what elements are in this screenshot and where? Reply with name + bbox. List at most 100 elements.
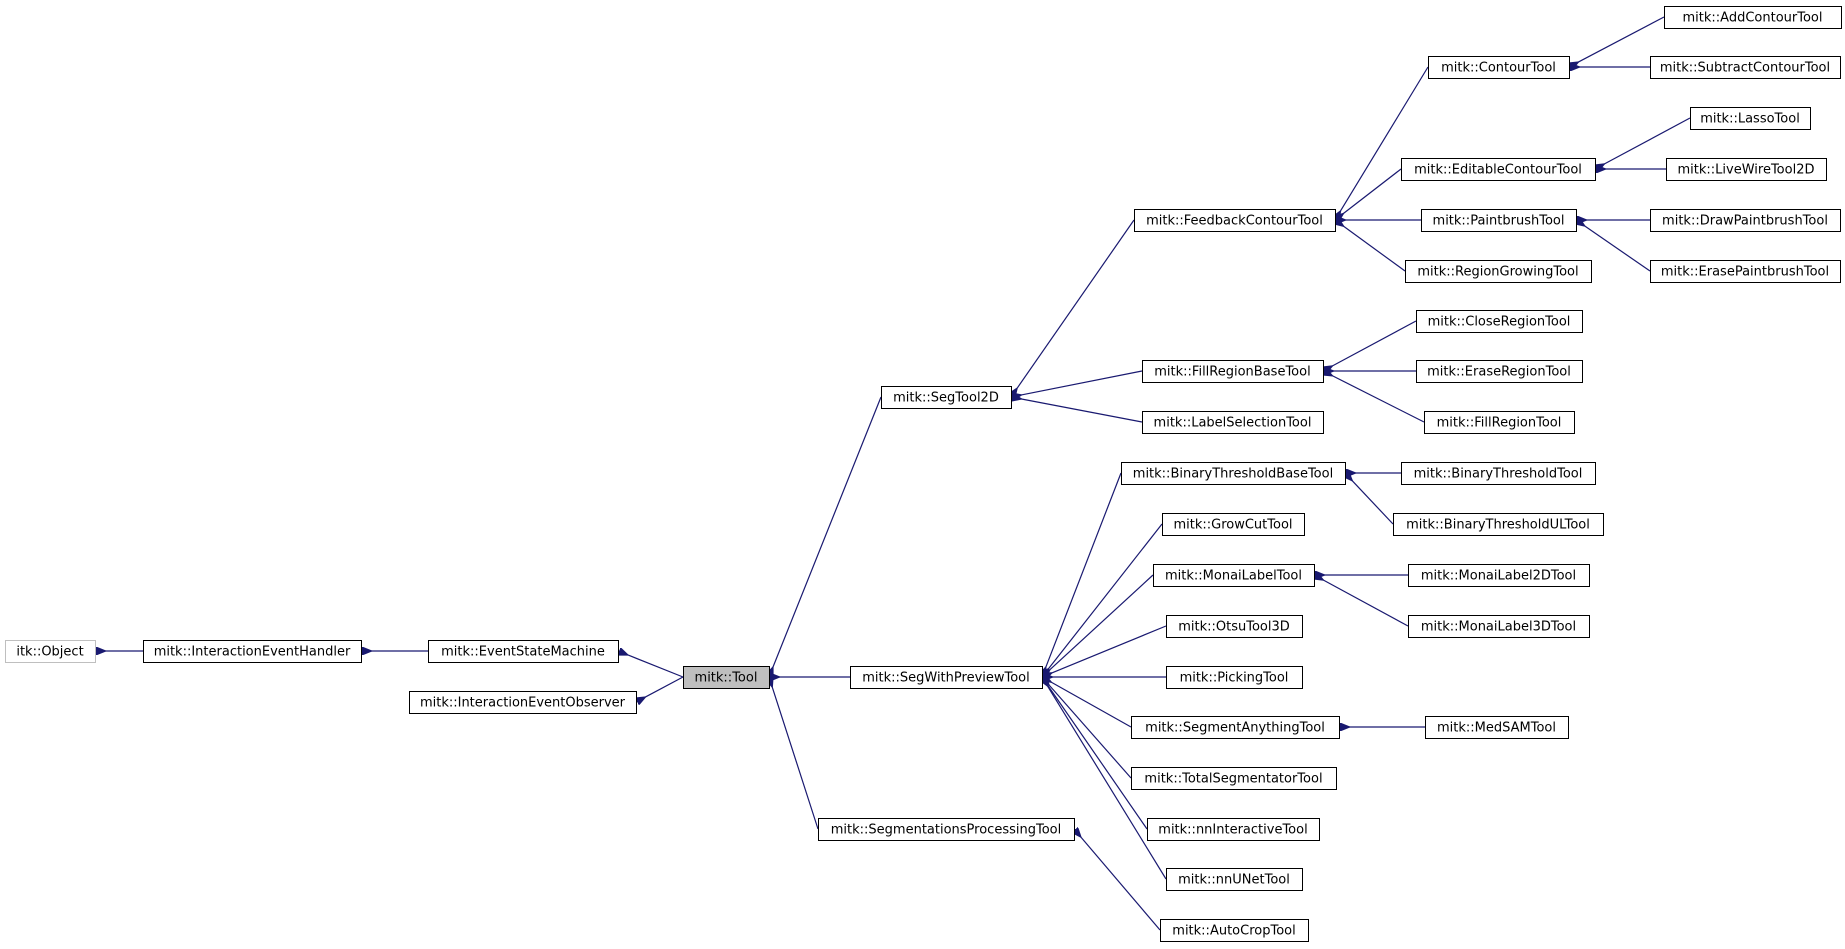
node-seg-tool-2d[interactable]: mitk::SegTool2D: [881, 386, 1012, 409]
node-feedback-contour-tool[interactable]: mitk::FeedbackContourTool: [1134, 209, 1336, 232]
edge-nn_interactive_tool-to-seg_with_preview_tool: [1048, 685, 1148, 830]
node-box: [1421, 209, 1577, 232]
node-itk-object[interactable]: itk::Object: [5, 640, 96, 663]
node-box: [1424, 411, 1575, 434]
node-total-segmentator-tool[interactable]: mitk::TotalSegmentatorTool: [1131, 767, 1337, 790]
node-box: [428, 640, 619, 663]
node-label: mitk::MedSAMTool: [1437, 721, 1556, 736]
node-box: [1166, 615, 1303, 638]
node-add-contour-tool[interactable]: mitk::AddContourTool: [1664, 6, 1842, 29]
edge-total_segmentator_tool-to-seg_with_preview_tool: [1049, 685, 1132, 779]
edge-seg_tool_2d-to-tool: [773, 396, 882, 668]
node-box: [1142, 360, 1324, 383]
node-box: [1166, 666, 1303, 689]
node-label: mitk::AddContourTool: [1683, 11, 1823, 26]
node-binary-threshold-base-tool[interactable]: mitk::BinaryThresholdBaseTool: [1121, 462, 1346, 485]
node-label: mitk::SubtractContourTool: [1660, 61, 1830, 76]
edge-contour_tool-to-feedback_contour_tool: [1340, 66, 1429, 211]
node-segment-anything-tool[interactable]: mitk::SegmentAnythingTool: [1131, 716, 1340, 739]
node-interaction-event-handler[interactable]: mitk::InteractionEventHandler: [143, 640, 362, 663]
node-box: [1428, 56, 1570, 79]
edge-binary_threshold_ul_tool-to-binary_threshold_base_tool: [1352, 480, 1394, 525]
node-box: [1142, 411, 1324, 434]
node-label: mitk::InteractionEventHandler: [154, 645, 351, 660]
node-seg-with-preview-tool[interactable]: mitk::SegWithPreviewTool: [850, 666, 1043, 689]
node-label: mitk::PickingTool: [1180, 671, 1289, 686]
node-box: [1408, 564, 1590, 587]
node-box: [1416, 360, 1583, 383]
node-med-sam-tool[interactable]: mitk::MedSAMTool: [1425, 716, 1569, 739]
node-box: [1650, 260, 1841, 283]
node-fill-region-tool[interactable]: mitk::FillRegionTool: [1424, 411, 1575, 434]
node-binary-threshold-ul-tool[interactable]: mitk::BinaryThresholdULTool: [1393, 513, 1604, 536]
node-box: [1650, 209, 1841, 232]
node-label: mitk::MonaiLabel3DTool: [1421, 620, 1576, 635]
node-box: [1134, 209, 1336, 232]
edge-layer: [105, 16, 1691, 931]
edge-binary_threshold_base_tool-to-seg_with_preview_tool: [1046, 472, 1122, 668]
edge-tool-to-event_state_machine: [627, 655, 684, 678]
node-fill-region-base-tool[interactable]: mitk::FillRegionBaseTool: [1142, 360, 1324, 383]
node-label: mitk::BinaryThresholdBaseTool: [1133, 467, 1333, 482]
node-segmentations-processing-tool[interactable]: mitk::SegmentationsProcessingTool: [818, 818, 1075, 841]
node-box: [1666, 158, 1827, 181]
node-otsu-tool-3d[interactable]: mitk::OtsuTool3D: [1166, 615, 1303, 638]
node-monai-label-2d-tool[interactable]: mitk::MonaiLabel2DTool: [1408, 564, 1590, 587]
node-label: mitk::SegWithPreviewTool: [862, 671, 1030, 686]
node-box: [409, 691, 637, 714]
node-box: [1405, 260, 1592, 283]
node-label: mitk::EditableContourTool: [1414, 163, 1582, 178]
node-binary-threshold-tool[interactable]: mitk::BinaryThresholdTool: [1401, 462, 1596, 485]
node-label: mitk::nnUNetTool: [1178, 873, 1290, 888]
node-erase-paintbrush-tool[interactable]: mitk::ErasePaintbrushTool: [1650, 260, 1841, 283]
node-monai-label-tool[interactable]: mitk::MonaiLabelTool: [1153, 564, 1315, 587]
node-label: mitk::BinaryThresholdULTool: [1406, 518, 1590, 533]
node-label: itk::Object: [16, 645, 83, 660]
node-draw-paintbrush-tool[interactable]: mitk::DrawPaintbrushTool: [1650, 209, 1841, 232]
node-subtract-contour-tool[interactable]: mitk::SubtractContourTool: [1650, 56, 1841, 79]
node-label-selection-tool[interactable]: mitk::LabelSelectionTool: [1142, 411, 1324, 434]
node-box: [143, 640, 362, 663]
node-layer: itk::Object mitk::InteractionEventHandler…: [5, 6, 1842, 942]
node-label: mitk::ErasePaintbrushTool: [1661, 265, 1829, 280]
node-grow-cut-tool[interactable]: mitk::GrowCutTool: [1162, 513, 1305, 536]
edge-fill_region_tool-to-fill_region_base_tool: [1332, 376, 1425, 423]
node-nn-interactive-tool[interactable]: mitk::nnInteractiveTool: [1147, 818, 1320, 841]
node-interaction-event-observer[interactable]: mitk::InteractionEventObserver: [409, 691, 637, 714]
node-label: mitk::nnInteractiveTool: [1158, 823, 1307, 838]
node-label: mitk::ContourTool: [1441, 61, 1556, 76]
node-label: mitk::SegmentationsProcessingTool: [831, 823, 1061, 838]
node-auto-crop-tool[interactable]: mitk::AutoCropTool: [1160, 919, 1309, 942]
node-label: mitk::SegTool2D: [893, 391, 999, 406]
node-label: mitk::LiveWireTool2D: [1678, 163, 1815, 178]
node-event-state-machine[interactable]: mitk::EventStateMachine: [428, 640, 619, 663]
node-box: [818, 818, 1075, 841]
node-picking-tool[interactable]: mitk::PickingTool: [1166, 666, 1303, 689]
node-box: [1416, 310, 1583, 333]
node-editable-contour-tool[interactable]: mitk::EditableContourTool: [1401, 158, 1596, 181]
node-erase-region-tool[interactable]: mitk::EraseRegionTool: [1416, 360, 1583, 383]
node-box: [1153, 564, 1315, 587]
node-label: mitk::FeedbackContourTool: [1146, 214, 1323, 229]
node-paintbrush-tool[interactable]: mitk::PaintbrushTool: [1421, 209, 1577, 232]
node-live-wire-tool-2d[interactable]: mitk::LiveWireTool2D: [1666, 158, 1827, 181]
node-label: mitk::FillRegionTool: [1437, 416, 1562, 431]
node-box: [1401, 462, 1596, 485]
node-nn-unet-tool[interactable]: mitk::nnUNetTool: [1166, 868, 1303, 891]
edge-auto_crop_tool-to-segmentations_processing_tool: [1080, 837, 1161, 931]
edge-lasso_tool-to-editable_contour_tool: [1604, 117, 1691, 164]
node-label: mitk::MonaiLabelTool: [1165, 569, 1302, 584]
node-label: mitk::FillRegionBaseTool: [1154, 365, 1310, 380]
node-tool[interactable]: mitk::Tool: [683, 666, 770, 689]
node-box: [683, 666, 770, 689]
node-monai-label-3d-tool[interactable]: mitk::MonaiLabel3DTool: [1408, 615, 1590, 638]
edge-feedback_contour_tool-to-seg_tool_2d: [1017, 219, 1135, 389]
edge-erase_paintbrush_tool-to-paintbrush_tool: [1584, 226, 1651, 272]
node-lasso-tool[interactable]: mitk::LassoTool: [1690, 107, 1811, 130]
node-label: mitk::DrawPaintbrushTool: [1662, 214, 1828, 229]
node-region-growing-tool[interactable]: mitk::RegionGrowingTool: [1405, 260, 1592, 283]
node-contour-tool[interactable]: mitk::ContourTool: [1428, 56, 1570, 79]
node-box: [1162, 513, 1305, 536]
node-close-region-tool[interactable]: mitk::CloseRegionTool: [1416, 310, 1583, 333]
